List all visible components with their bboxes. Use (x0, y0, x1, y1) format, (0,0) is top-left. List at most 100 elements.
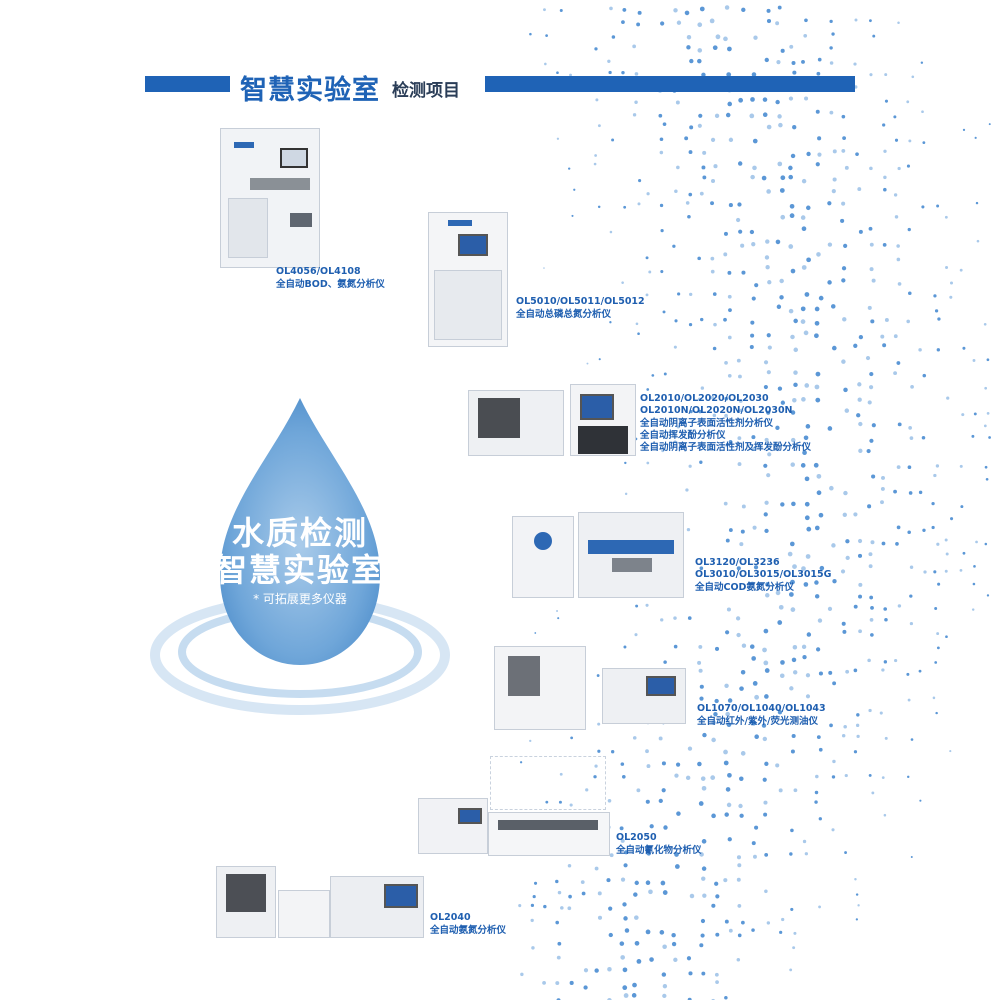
halftone-dot (593, 162, 597, 166)
halftone-dot (567, 906, 572, 911)
halftone-dot (724, 995, 728, 1000)
halftone-dot (751, 296, 756, 301)
halftone-dot (845, 555, 850, 560)
halftone-dot (792, 398, 797, 403)
halftone-dot (619, 826, 624, 831)
halftone-dot (648, 889, 653, 895)
halftone-dot (632, 736, 637, 740)
halftone-dot (738, 374, 742, 379)
halftone-dot (841, 278, 846, 283)
halftone-dot (624, 928, 630, 933)
halftone-dot (711, 720, 716, 725)
halftone-dot (841, 114, 846, 119)
halftone-dot (800, 215, 806, 220)
halftone-dot (762, 97, 768, 102)
halftone-dot (624, 461, 627, 465)
halftone-dot (803, 33, 808, 38)
halftone-dot (633, 892, 638, 897)
halftone-dot (749, 113, 755, 119)
halftone-dot (688, 464, 692, 468)
halftone-dot (893, 371, 898, 376)
halftone-dot (869, 166, 873, 171)
halftone-dot (689, 292, 693, 297)
halftone-dot (775, 99, 780, 105)
halftone-dot (802, 839, 807, 844)
halftone-dot (677, 292, 681, 296)
halftone-dot (700, 317, 704, 322)
product-image-ol2010 (468, 384, 636, 460)
product-2-models: OL5010/OL5011/OL5012 (516, 296, 645, 307)
halftone-dot (699, 191, 704, 196)
halftone-dot (637, 10, 642, 15)
halftone-dot (801, 644, 807, 650)
halftone-dot (735, 616, 741, 621)
halftone-dot (791, 733, 796, 739)
product-7-models: OL2040 (430, 912, 471, 923)
halftone-dot (762, 777, 767, 782)
halftone-dot (931, 525, 935, 530)
halftone-dot (767, 280, 772, 285)
header-bar-left (145, 76, 230, 92)
halftone-dot (766, 333, 771, 338)
halftone-dot (728, 928, 733, 933)
halftone-dot (931, 501, 935, 506)
halftone-dot (918, 669, 922, 673)
halftone-dot (975, 201, 979, 205)
halftone-dot (896, 244, 900, 248)
halftone-dot (662, 993, 667, 999)
halftone-dot (714, 972, 719, 977)
halftone-dot (672, 244, 676, 248)
halftone-dot (620, 762, 625, 766)
halftone-dot (557, 617, 560, 620)
halftone-dot (713, 164, 718, 169)
halftone-dot (714, 698, 719, 704)
drop-title-line2: 智慧实验室 (214, 551, 385, 589)
halftone-dot (571, 214, 574, 217)
halftone-dot (765, 582, 770, 587)
halftone-dot (780, 214, 786, 220)
halftone-dot (659, 203, 664, 208)
product-3-models2: OL2010N/OL2020N/OL2030N (640, 405, 793, 416)
halftone-dot (869, 19, 872, 23)
halftone-dot (766, 370, 771, 375)
halftone-dot (738, 97, 744, 103)
halftone-dot (780, 400, 786, 405)
product-image-ol2040 (216, 862, 424, 940)
halftone-dot (749, 644, 755, 649)
halftone-dot (944, 538, 948, 542)
halftone-dot (986, 594, 990, 597)
halftone-dot (698, 409, 702, 414)
halftone-dot (857, 397, 862, 402)
halftone-dot (701, 866, 707, 871)
halftone-dot (908, 291, 912, 296)
halftone-dot (829, 485, 834, 491)
halftone-dot (697, 397, 702, 401)
halftone-dot (661, 788, 666, 793)
halftone-dot (790, 334, 795, 340)
halftone-dot (853, 668, 858, 673)
halftone-dot (530, 903, 535, 907)
halftone-dot (723, 878, 728, 883)
halftone-dot (697, 58, 702, 64)
halftone-dot (960, 505, 964, 509)
halftone-dot (555, 920, 560, 925)
halftone-dot (870, 606, 874, 610)
halftone-dot (815, 371, 821, 377)
halftone-dot (676, 20, 682, 25)
halftone-dot (736, 632, 741, 638)
halftone-dot (530, 918, 534, 923)
halftone-dot (936, 348, 940, 352)
halftone-dot (649, 824, 654, 829)
halftone-dot (869, 242, 874, 247)
halftone-dot (950, 517, 954, 521)
halftone-dot (856, 413, 861, 418)
halftone-dot (910, 738, 914, 741)
halftone-dot (701, 839, 707, 844)
halftone-dot (843, 243, 848, 248)
halftone-dot (637, 332, 640, 336)
halftone-dot (741, 504, 746, 509)
halftone-dot (806, 257, 811, 263)
halftone-dot (671, 941, 677, 947)
halftone-dot (728, 439, 733, 444)
halftone-dot (623, 863, 628, 868)
